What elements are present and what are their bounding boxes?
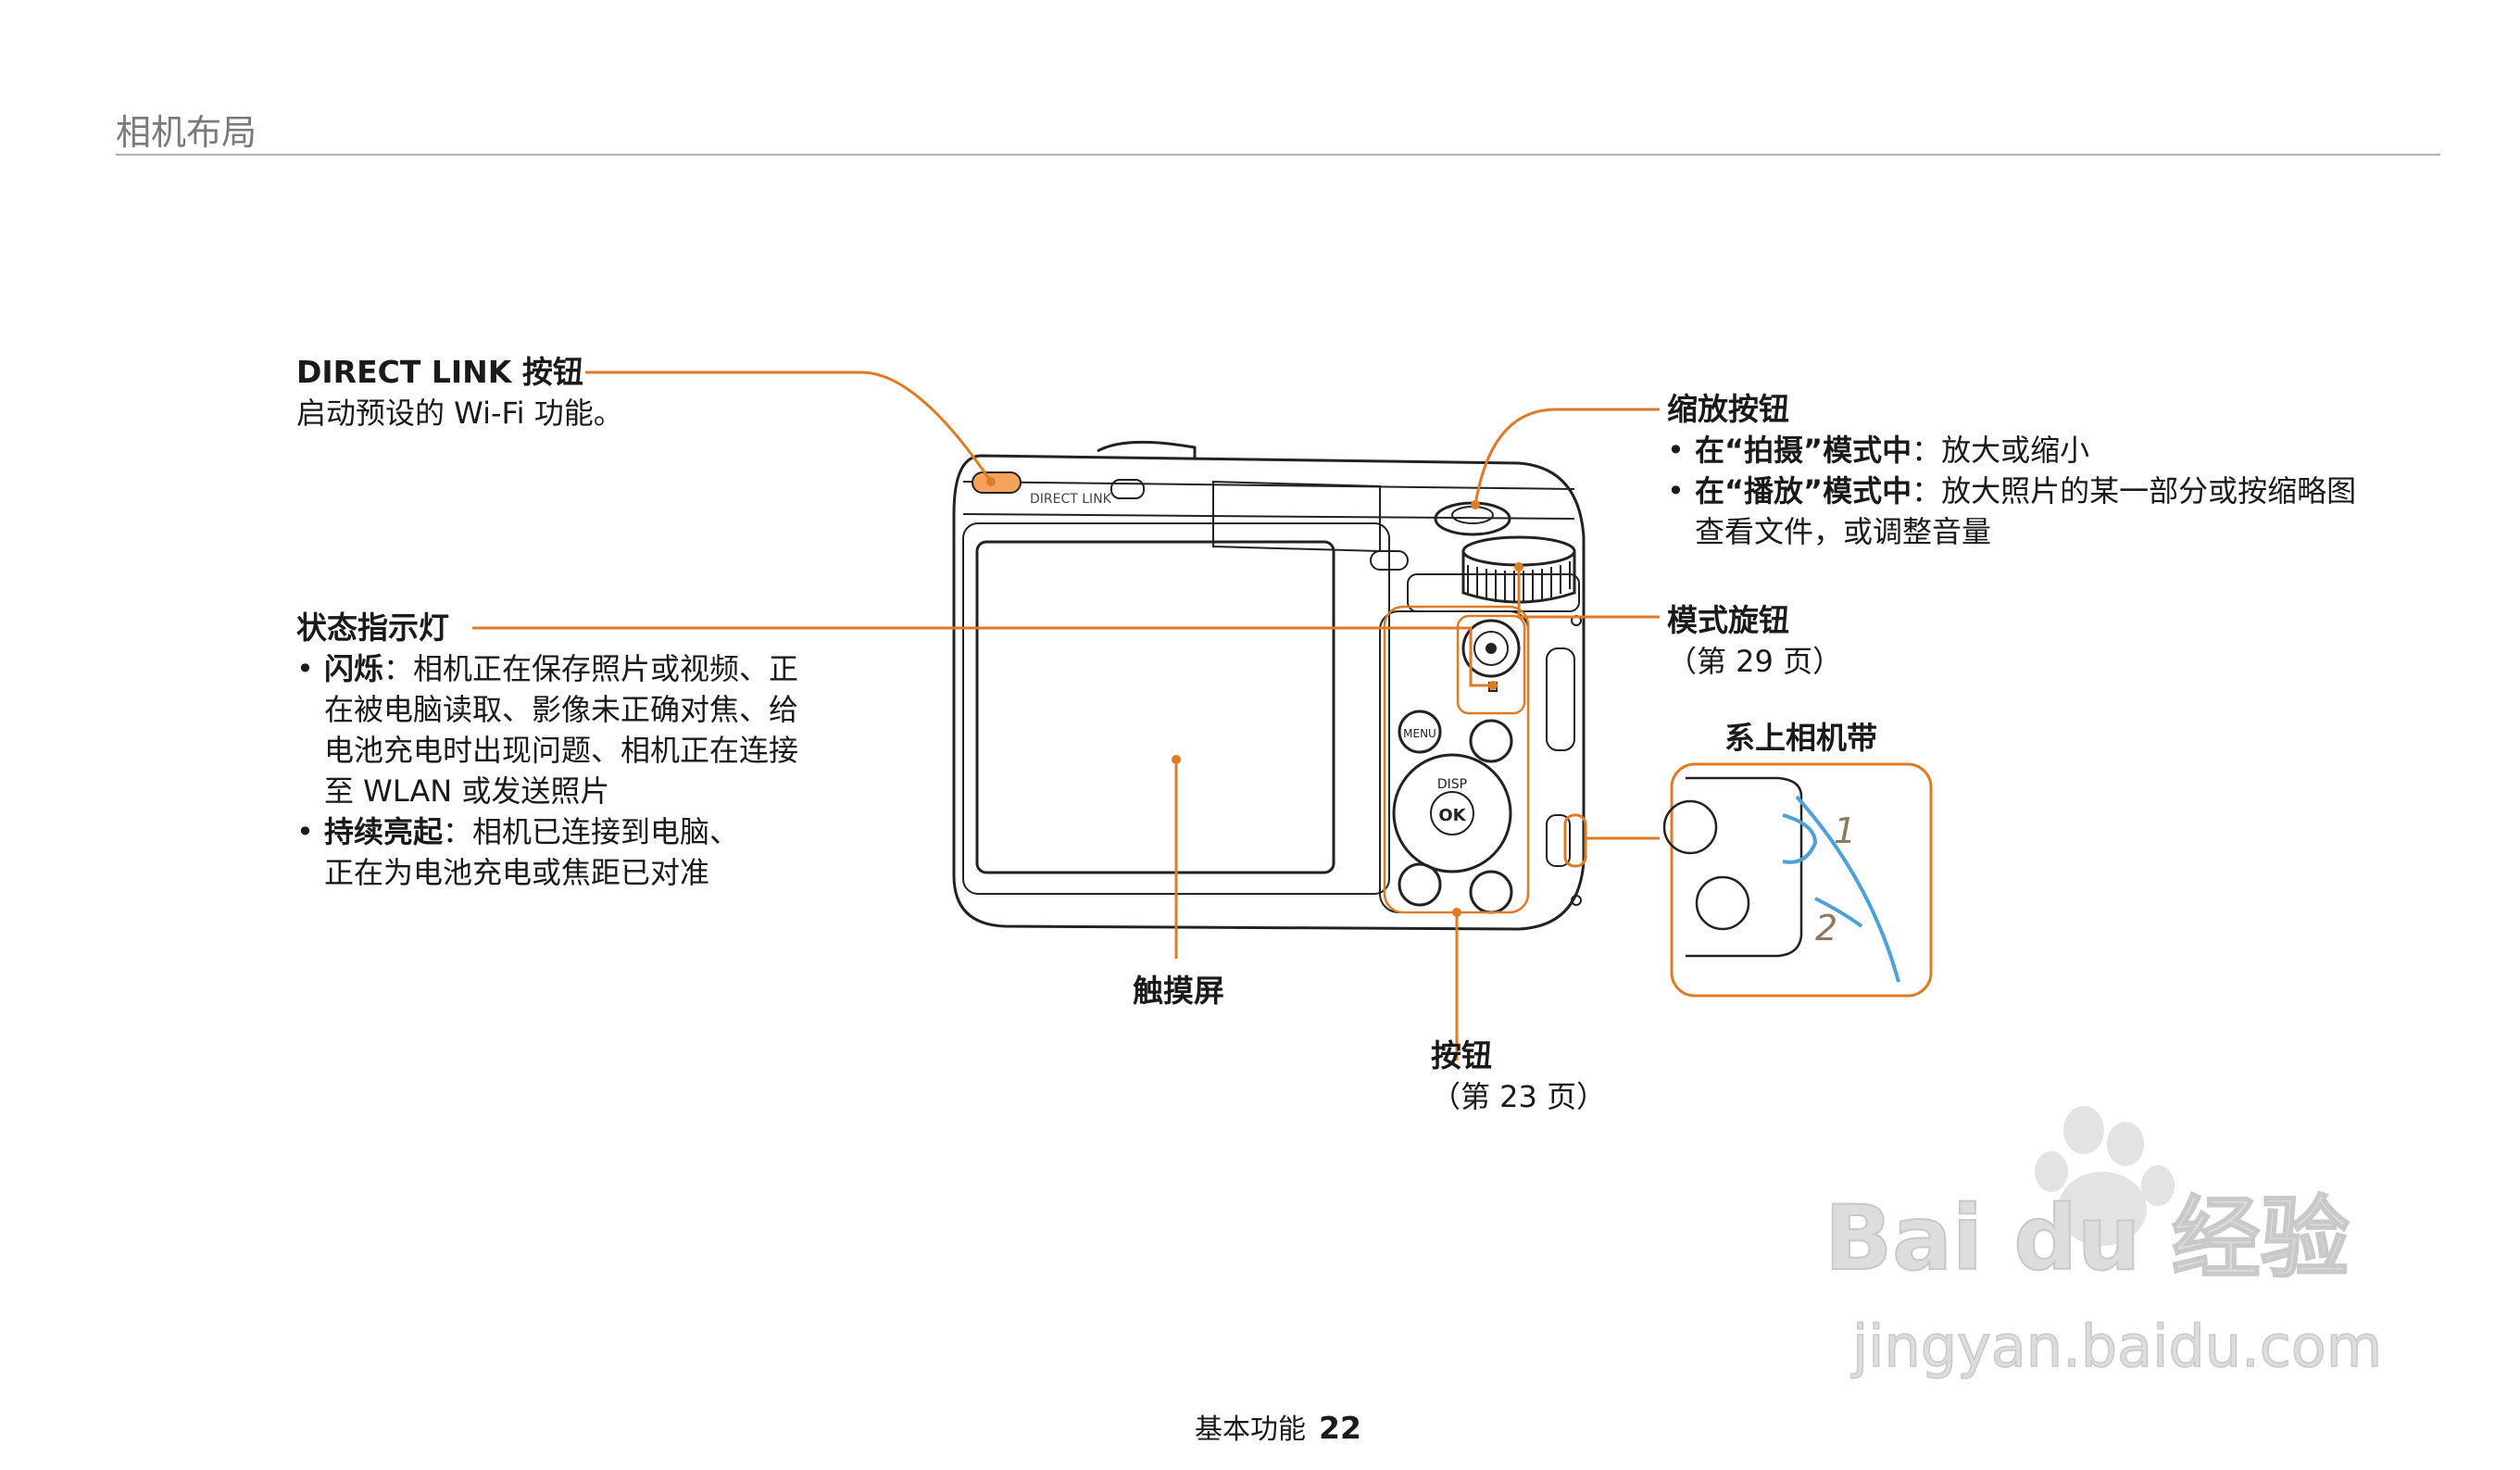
buttons-title: 按钮 bbox=[1431, 1036, 1606, 1076]
zoom-item-play: 在“播放”模式中：放大照片的某一部分或按缩略图 查看文件，或调整音量 bbox=[1667, 471, 2454, 552]
direct-link-button-graphic bbox=[972, 472, 1021, 493]
zoom-shoot-text: 放大或缩小 bbox=[1941, 433, 2089, 468]
steady-line-2: 正在为电池充电或焦距已对准 bbox=[324, 855, 709, 890]
status-lamp-callout: 状态指示灯 闪烁：相机正在保存照片或视频、正 在被电脑读取、影像未正确对焦、给 … bbox=[296, 608, 852, 893]
direct-link-callout: DIRECT LINK 按钮 启动预设的 Wi-Fi 功能。 bbox=[296, 352, 623, 433]
blink-line-2: 在被电脑读取、影像未正确对焦、给 bbox=[324, 692, 798, 727]
direct-link-title: DIRECT LINK 按钮 bbox=[296, 352, 623, 393]
blink-label: 闪烁 bbox=[324, 651, 383, 686]
page-number: 22 bbox=[1319, 1410, 1361, 1446]
baidu-watermark: Bai du 经验 jingyan.baidu.com bbox=[1806, 1102, 2417, 1389]
ok-button-label: OK bbox=[1438, 806, 1466, 825]
watermark-brand: Bai du 经验 bbox=[1824, 1187, 2350, 1290]
steady-label: 持续亮起 bbox=[324, 814, 443, 849]
strap-step-1: 1 bbox=[1834, 810, 1856, 851]
mode-dial-callout: 模式旋钮 （第 29 页） bbox=[1667, 600, 1842, 682]
zoom-play-label: 在“播放”模式中 bbox=[1695, 473, 1912, 509]
direct-link-desc: 启动预设的 Wi-Fi 功能。 bbox=[296, 393, 623, 433]
zoom-play-text: 放大照片的某一部分或按缩略图 bbox=[1941, 473, 2356, 509]
watermark-url: jingyan.baidu.com bbox=[1850, 1313, 2382, 1380]
strap-inset bbox=[1664, 764, 1931, 996]
direct-link-label: DIRECT LINK bbox=[1030, 492, 1112, 507]
touch-screen-title: 触摸屏 bbox=[1133, 971, 1224, 1011]
blink-line-3: 电池充电时出现问题、相机正在连接 bbox=[324, 733, 798, 768]
blink-line-1: 相机正在保存照片或视频、正 bbox=[413, 651, 798, 686]
mode-dial-title: 模式旋钮 bbox=[1667, 600, 1842, 641]
strap-step-2: 2 bbox=[1815, 908, 1837, 949]
blink-line-4: 至 WLAN 或发送照片 bbox=[324, 773, 609, 809]
menu-button-label: MENU bbox=[1403, 727, 1436, 740]
status-lamp-item-steady: 持续亮起：相机已连接到电脑、 正在为电池充电或焦距已对准 bbox=[296, 811, 852, 893]
zoom-item-shoot: 在“拍摄”模式中：放大或缩小 bbox=[1667, 430, 2454, 471]
zoom-shoot-label: 在“拍摄”模式中 bbox=[1695, 433, 1912, 468]
page-footer: 基本功能 22 bbox=[1195, 1406, 1361, 1447]
status-lamp-title: 状态指示灯 bbox=[296, 608, 852, 648]
buttons-ref: （第 23 页） bbox=[1431, 1076, 1606, 1117]
mode-dial-ref: （第 29 页） bbox=[1667, 641, 1842, 682]
disp-label: DISP bbox=[1437, 777, 1467, 792]
status-lamp-item-blink: 闪烁：相机正在保存照片或视频、正 在被电脑读取、影像未正确对焦、给 电池充电时出… bbox=[296, 648, 852, 811]
zoom-title: 缩放按钮 bbox=[1667, 389, 2454, 430]
buttons-callout: 按钮 （第 23 页） bbox=[1431, 1036, 1606, 1117]
zoom-play-text-2: 查看文件，或调整音量 bbox=[1695, 514, 1991, 549]
strap-title: 系上相机带 bbox=[1724, 718, 1877, 759]
footer-section: 基本功能 bbox=[1195, 1413, 1306, 1446]
steady-line-1: 相机已连接到电脑、 bbox=[472, 814, 739, 849]
zoom-callout: 缩放按钮 在“拍摄”模式中：放大或缩小 在“播放”模式中：放大照片的某一部分或按… bbox=[1667, 389, 2454, 552]
